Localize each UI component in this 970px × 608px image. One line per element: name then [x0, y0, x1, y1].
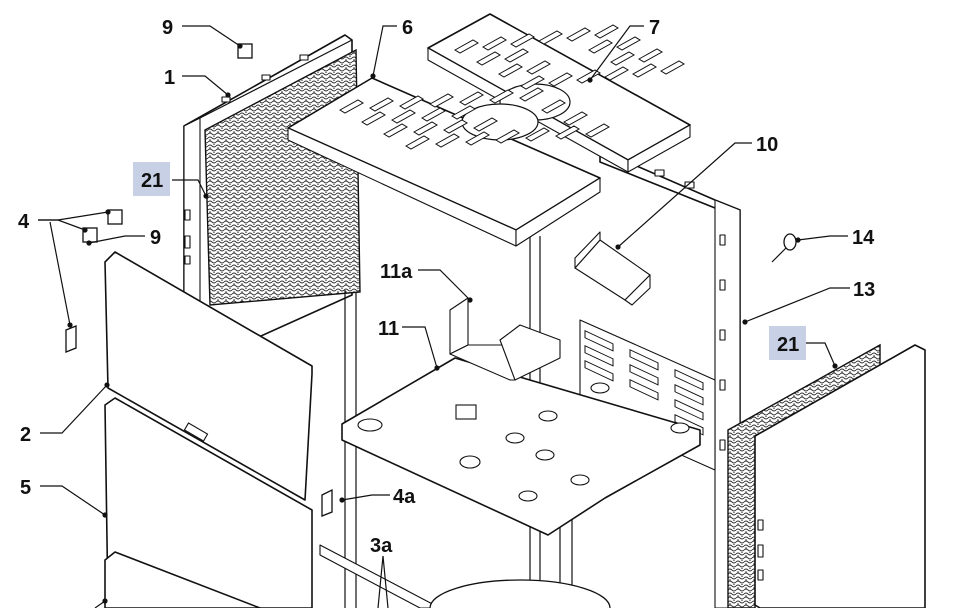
grille-slot	[383, 123, 408, 138]
label-2: 2	[20, 424, 31, 446]
grille-slot	[604, 66, 629, 81]
label-11a: 11a	[380, 261, 413, 283]
label-21-left: 21	[141, 170, 163, 192]
top-plate-front	[287, 77, 610, 247]
grille-slot	[435, 133, 460, 148]
grille-slot	[541, 99, 566, 114]
grille-slot	[594, 24, 619, 39]
grille-slot	[566, 27, 591, 42]
grille-slot	[510, 33, 535, 48]
grille-slot	[476, 51, 501, 66]
label-10: 10	[756, 134, 778, 156]
grille-slot	[482, 36, 507, 51]
insulation-panel-left	[204, 48, 361, 306]
grille-slot	[339, 99, 364, 114]
grille-slot	[520, 75, 545, 90]
grille-slot	[638, 48, 663, 63]
leader-lines	[38, 25, 850, 608]
label-4: 4	[18, 211, 30, 233]
grille-slot	[405, 135, 430, 150]
grille-slot	[660, 60, 685, 75]
grille-slot	[473, 117, 498, 132]
grille-slot	[495, 129, 520, 144]
grille-slot	[538, 30, 563, 45]
grille-slot	[489, 89, 514, 104]
grille-slot	[632, 63, 657, 78]
front-door-panel-3a	[104, 544, 611, 608]
grille-slot	[525, 127, 550, 142]
label-4a: 4a	[393, 486, 416, 508]
grille-slot	[585, 123, 610, 138]
label-9-top: 9	[162, 17, 173, 39]
highlight-box-21-left	[133, 162, 170, 196]
label-6: 6	[402, 17, 413, 39]
grille-slot	[399, 95, 424, 110]
label-1: 1	[164, 67, 175, 89]
grille-slot	[576, 69, 601, 84]
grille-slot	[498, 63, 523, 78]
grille-slot	[563, 111, 588, 126]
grille-slot	[548, 72, 573, 87]
grille-slot	[391, 109, 416, 124]
leader-dots	[67, 43, 838, 604]
base-plate-11	[341, 357, 701, 536]
grille-slot	[429, 93, 454, 108]
label-21-right: 21	[777, 334, 799, 356]
part-labels: 9 1 6 7 21 10 4 9 14 11a 13 11 21 2 5 4a…	[18, 17, 875, 557]
grille-slot	[504, 48, 529, 63]
grille-slot	[610, 51, 635, 66]
grille-slot	[588, 39, 613, 54]
label-13: 13	[853, 279, 875, 301]
label-9-left: 9	[150, 227, 161, 249]
grille-slot	[465, 131, 490, 146]
bracket-11a	[449, 297, 561, 381]
grille-slot	[555, 125, 580, 140]
highlight-box-21-right	[769, 326, 806, 360]
grille-slot	[451, 105, 476, 120]
grille-slot	[413, 121, 438, 136]
grille-slot	[616, 36, 641, 51]
grille-slot	[361, 111, 386, 126]
grille-slot	[519, 87, 544, 102]
label-5: 5	[20, 477, 31, 499]
screw-14	[771, 233, 797, 263]
grille-slot	[369, 97, 394, 112]
side-panel-right	[727, 343, 926, 608]
label-11: 11	[378, 318, 399, 340]
label-3a: 3a	[370, 535, 393, 557]
grille-slot	[526, 60, 551, 75]
bracket-10	[574, 231, 651, 306]
grille-slot	[421, 107, 446, 122]
label-7: 7	[649, 17, 660, 39]
grille-slot	[443, 119, 468, 134]
grille-slot	[454, 39, 479, 54]
front-door-panel-2	[104, 251, 313, 501]
grille-slot	[459, 91, 484, 106]
label-14: 14	[852, 227, 875, 249]
